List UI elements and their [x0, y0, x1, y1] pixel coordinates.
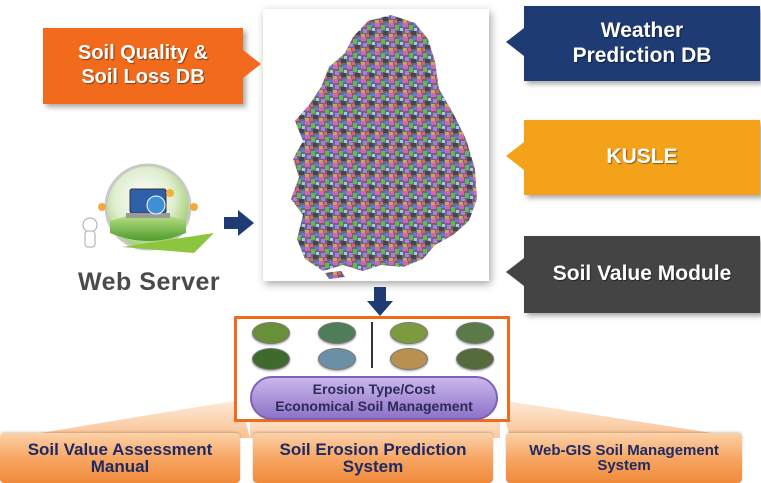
weather-line1: Weather [600, 18, 684, 42]
korea-soil-map [263, 9, 489, 281]
button-line1: Web-GIS Soil Management [529, 441, 719, 459]
web-server-illustration [82, 163, 214, 253]
thumbnail-image [252, 348, 290, 370]
pill-line2: Economical Soil Management [275, 398, 473, 414]
soil-value-module-label: Soil Value Module [552, 262, 732, 286]
kusle-callout: KUSLE [506, 120, 760, 195]
thumbnail-image [252, 322, 290, 344]
web-gis-soil-management-system-button[interactable]: Web-GIS Soil Management System [506, 433, 742, 483]
kusle-label: KUSLE [606, 145, 678, 169]
soil-value-module-callout: Soil Value Module [506, 236, 760, 313]
soil-value-assessment-manual-button[interactable]: Soil Value Assessment Manual [0, 433, 240, 483]
module-thumbnails [371, 322, 373, 368]
soil-quality-line2: Soil Loss DB [81, 66, 205, 88]
thumbnail-image [390, 322, 428, 344]
button-line2: System [342, 457, 404, 476]
callout-pointer [506, 258, 524, 286]
pill-line1: Erosion Type/Cost [312, 381, 436, 398]
soil-quality-line1: Soil Quality & [77, 42, 209, 65]
thumbnail-image [318, 348, 356, 370]
thumbnail-image [390, 348, 428, 370]
button-line2: System [597, 457, 651, 474]
weather-prediction-db-callout: Weather Prediction DB [506, 6, 760, 81]
button-line2: Manual [90, 457, 150, 476]
soil-erosion-prediction-system-button[interactable]: Soil Erosion Prediction System [253, 433, 493, 483]
button-line1: Soil Value Assessment [27, 439, 213, 459]
thumbnail-image [318, 322, 356, 344]
thumbnail-image [456, 348, 494, 370]
web-server-label: Web Server [78, 268, 221, 296]
callout-pointer [506, 142, 524, 170]
arrow-right-icon [224, 210, 254, 236]
soil-quality-db-callout: Soil Quality & Soil Loss DB [43, 28, 261, 104]
thumbnail-image [456, 322, 494, 344]
button-line1: Soil Erosion Prediction [279, 439, 467, 459]
korea-map-image [291, 15, 477, 279]
arrow-down-icon [367, 287, 393, 316]
erosion-cost-pill: Erosion Type/Cost Economical Soil Manage… [250, 376, 498, 420]
weather-line2: Prediction DB [572, 43, 712, 67]
callout-pointer [243, 50, 261, 78]
callout-pointer [506, 28, 524, 56]
